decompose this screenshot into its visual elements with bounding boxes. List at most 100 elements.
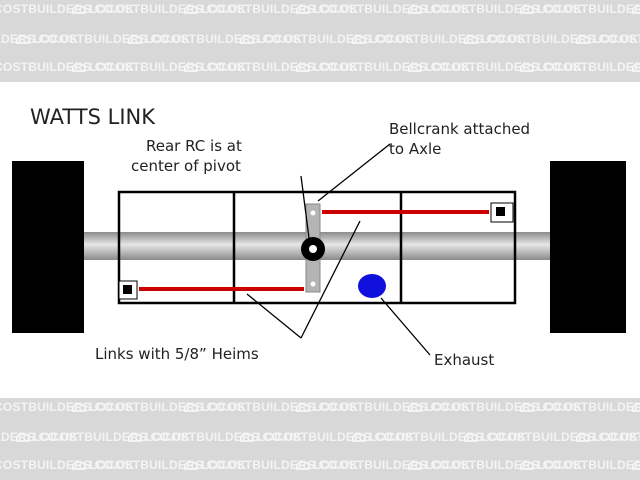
watermark-text: LOCOSTBUILDERS.CO.UK [520, 400, 640, 414]
watermark-text: LOCOSTBUILDERS.CO.UK [72, 2, 246, 16]
watts-link-diagram: WATTS LINK Rear RC is at center of pivot… [12, 105, 626, 369]
watermark-text: LOCOSTBUILDERS.CO.UK [72, 400, 246, 414]
watermark-text: LOCOSTBUILDERS.CO.UK [184, 60, 358, 74]
watermark-label: LOCOSTBUILDERS.CO.UK [201, 2, 359, 16]
watermark-label: LOCOSTBUILDERS.CO.UK [425, 2, 583, 16]
car-logo-icon [296, 403, 310, 412]
car-logo-icon [184, 5, 198, 14]
watermark-label: LOCOSTBUILDERS.CO.UK [0, 400, 135, 414]
leader-bellcrank [317, 143, 391, 202]
watermark-label: LOCOSTBUILDERS.CO.UK [313, 458, 471, 472]
left-wheel [12, 161, 84, 333]
label-rear-rc-line1: Rear RC is at [146, 137, 242, 155]
car-logo-icon [408, 403, 422, 412]
watermark-text: LOCOSTBUILDERS.CO.UK [72, 60, 246, 74]
watermark-band-top: LOCOSTBUILDERS.CO.UKLOCOSTBUILDERS.CO.UK… [0, 0, 640, 82]
watermark-text: LOCOSTBUILDERS.CO.UK [296, 458, 470, 472]
label-rear-rc-line2: center of pivot [131, 157, 241, 175]
car-logo-icon [184, 63, 198, 72]
watermark-text: LOCOSTBUILDERS.CO.UK [408, 458, 582, 472]
car-logo-icon [296, 461, 310, 470]
watermark-band-bottom: LOCOSTBUILDERS.CO.UKLOCOSTBUILDERS.CO.UK… [0, 398, 640, 480]
car-logo-icon [352, 433, 366, 442]
watermark-text: LOCOSTBUILDERS.CO.UK [0, 2, 134, 16]
watermark-label: LOCOSTBUILDERS.CO.UK [593, 430, 640, 444]
watermark-text: LOCOSTBUILDERS.CO.UK [464, 32, 638, 46]
watermark-row: LOCOSTBUILDERS.CO.UKLOCOSTBUILDERS.CO.UK… [0, 32, 640, 46]
watermark-label: LOCOSTBUILDERS.CO.UK [313, 2, 471, 16]
car-logo-icon [296, 5, 310, 14]
car-logo-icon [408, 5, 422, 14]
watermark-text: LOCOSTBUILDERS.CO.UK [352, 32, 526, 46]
watermark-text: LOCOSTBUILDERS.CO.UK [184, 400, 358, 414]
car-logo-icon [520, 461, 534, 470]
watermark-row: LOCOSTBUILDERS.CO.UKLOCOSTBUILDERS.CO.UK… [0, 400, 640, 414]
leader-exhaust [380, 297, 431, 356]
watermark-label: LOCOSTBUILDERS.CO.UK [89, 458, 247, 472]
car-logo-icon [576, 433, 590, 442]
watermark-text: LOCOSTBUILDERS.CO.UK [632, 400, 640, 414]
car-logo-icon [184, 461, 198, 470]
car-logo-icon [520, 63, 534, 72]
watermark-row: LOCOSTBUILDERS.CO.UKLOCOSTBUILDERS.CO.UK… [0, 430, 640, 444]
watermark-label: LOCOSTBUILDERS.CO.UK [89, 60, 247, 74]
watermark-label: LOCOSTBUILDERS.CO.UK [537, 400, 640, 414]
watermark-label: LOCOSTBUILDERS.CO.UK [425, 400, 583, 414]
watermark-text: LOCOSTBUILDERS.CO.UK [240, 32, 414, 46]
watermark-text: LOCOSTBUILDERS.CO.UK [632, 458, 640, 472]
watermark-text: LOCOSTBUILDERS.CO.UK [0, 430, 78, 444]
car-logo-icon [520, 5, 534, 14]
car-logo-icon [408, 461, 422, 470]
exhaust-pipe [358, 274, 386, 298]
watermark-text: LOCOSTBUILDERS.CO.UK [464, 430, 638, 444]
watermark-text: LOCOSTBUILDERS.CO.UK [632, 2, 640, 16]
car-logo-icon [632, 403, 640, 412]
watermark-text: LOCOSTBUILDERS.CO.UK [128, 430, 302, 444]
leader-links-upper [300, 220, 361, 339]
watermark-text: LOCOSTBUILDERS.CO.UK [16, 32, 190, 46]
label-bellcrank-line1: Bellcrank attached [389, 120, 530, 138]
watermark-text: LOCOSTBUILDERS.CO.UK [184, 2, 358, 16]
watermark-label: LOCOSTBUILDERS.CO.UK [201, 458, 359, 472]
watermark-label: LOCOSTBUILDERS.CO.UK [425, 458, 583, 472]
car-logo-icon [352, 35, 366, 44]
watermark-label: LOCOSTBUILDERS.CO.UK [593, 32, 640, 46]
watermark-text: LOCOSTBUILDERS.CO.UK [0, 458, 134, 472]
car-logo-icon [632, 5, 640, 14]
watermark-label: LOCOSTBUILDERS.CO.UK [537, 458, 640, 472]
label-links: Links with 5/8” Heims [95, 345, 259, 363]
lower-link-heim-icon [123, 285, 132, 294]
watermark-label: LOCOSTBUILDERS.CO.UK [0, 60, 135, 74]
car-logo-icon [632, 63, 640, 72]
watermark-text: LOCOSTBUILDERS.CO.UK [408, 60, 582, 74]
car-logo-icon [520, 403, 534, 412]
watermark-text: LOCOSTBUILDERS.CO.UK [408, 400, 582, 414]
watermark-label: LOCOSTBUILDERS.CO.UK [0, 458, 135, 472]
watermark-text: LOCOSTBUILDERS.CO.UK [408, 2, 582, 16]
car-logo-icon [408, 63, 422, 72]
watermark-label: LOCOSTBUILDERS.CO.UK [481, 32, 639, 46]
bellcrank-lower-hole [310, 281, 316, 287]
watermark-label: LOCOSTBUILDERS.CO.UK [369, 32, 527, 46]
car-logo-icon [184, 403, 198, 412]
car-logo-icon [128, 35, 142, 44]
watermark-label: LOCOSTBUILDERS.CO.UK [0, 2, 135, 16]
watermark-label: LOCOSTBUILDERS.CO.UK [313, 400, 471, 414]
watermark-label: LOCOSTBUILDERS.CO.UK [201, 60, 359, 74]
car-logo-icon [576, 35, 590, 44]
watermark-label: LOCOSTBUILDERS.CO.UK [145, 430, 303, 444]
watermark-text: LOCOSTBUILDERS.CO.UK [296, 60, 470, 74]
leader-rear-rc [300, 175, 310, 239]
watermark-label: LOCOSTBUILDERS.CO.UK [425, 60, 583, 74]
watermark-text: LOCOSTBUILDERS.CO.UK [16, 430, 190, 444]
watermark-label: LOCOSTBUILDERS.CO.UK [89, 2, 247, 16]
watermark-text: LOCOSTBUILDERS.CO.UK [184, 458, 358, 472]
chassis-frame [117, 190, 517, 305]
pivot-center-icon [309, 245, 317, 253]
watermark-text: LOCOSTBUILDERS.CO.UK [0, 60, 134, 74]
car-logo-icon [128, 433, 142, 442]
watermark-label: LOCOSTBUILDERS.CO.UK [537, 60, 640, 74]
car-logo-icon [464, 35, 478, 44]
watermark-label: LOCOSTBUILDERS.CO.UK [481, 430, 639, 444]
watermark-text: LOCOSTBUILDERS.CO.UK [128, 32, 302, 46]
